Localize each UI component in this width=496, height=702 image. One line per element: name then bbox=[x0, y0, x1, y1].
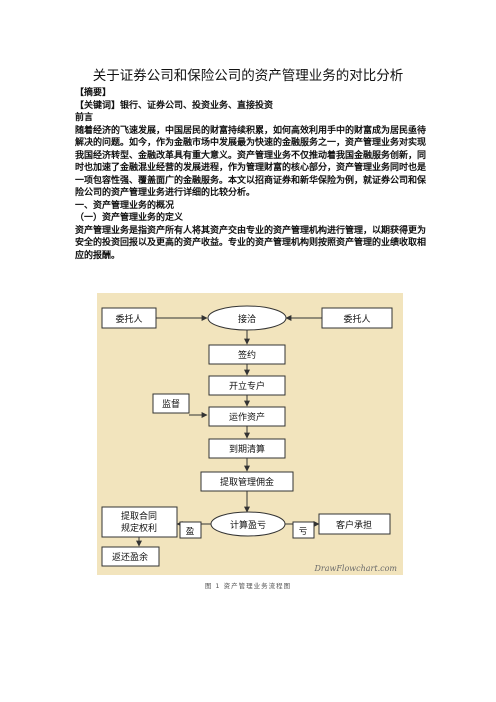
operate-label: 运作资产 bbox=[229, 411, 265, 423]
preface-heading: 前言 bbox=[75, 113, 94, 123]
document-title: 关于证券公司和保险公司的资产管理业务的对比分析 bbox=[92, 68, 404, 84]
section-heading: 一、资产管理业务的概况 bbox=[75, 200, 175, 211]
figure-caption: 图 1 资产管理业务流程图 bbox=[204, 582, 292, 590]
box-operate: 运作资产 bbox=[208, 406, 286, 427]
withdraw-label-line2: 规定权利 bbox=[121, 522, 157, 534]
oval-negotiate: 接洽 bbox=[207, 305, 287, 331]
profit-label: 盈 bbox=[186, 527, 195, 537]
watermark: DrawFlowchart.com bbox=[314, 564, 398, 573]
loss-bear-label: 客户承担 bbox=[336, 519, 372, 531]
box-loss-bear: 客户承担 bbox=[318, 513, 391, 535]
client-left-label: 委托人 bbox=[115, 313, 142, 325]
tag-loss: 亏 bbox=[292, 521, 315, 539]
box-client-right: 委托人 bbox=[321, 307, 393, 329]
settle-label: 到期清算 bbox=[229, 443, 265, 455]
withdraw-label-line1: 提取合同 bbox=[121, 510, 157, 522]
paragraph-intro: 随着经济的飞速发展，中国居民的财富持续积累，如何高效利用手中的财富成为居民亟待解… bbox=[75, 125, 427, 199]
box-withdraw: 提取合同 规定权利 bbox=[101, 506, 178, 538]
loss-label: 亏 bbox=[299, 527, 308, 537]
negotiate-label: 接洽 bbox=[238, 313, 256, 325]
supervise-label: 监督 bbox=[162, 398, 180, 410]
open-account-label: 开立专户 bbox=[229, 380, 265, 392]
box-supervise: 监督 bbox=[152, 393, 190, 414]
keywords-line: 【关键词】银行、证券公司、投资业务、直接投资 bbox=[75, 100, 274, 111]
client-right-label: 委托人 bbox=[343, 313, 370, 325]
box-settle: 到期清算 bbox=[208, 438, 286, 459]
tag-profit: 盈 bbox=[179, 521, 202, 539]
box-open-account: 开立专户 bbox=[208, 375, 286, 396]
box-client-left: 委托人 bbox=[101, 307, 157, 329]
box-return-surplus: 返还盈余 bbox=[101, 546, 160, 567]
subsection-heading: （一）资产管理业务的定义 bbox=[75, 213, 184, 223]
paragraph-definition: 资产管理业务是指资产所有人将其资产交由专业的资产管理机构进行管理，以期获得更为安… bbox=[75, 225, 427, 261]
calc-label: 计算盈亏 bbox=[230, 519, 266, 531]
oval-calc: 计算盈亏 bbox=[210, 511, 286, 537]
fee-label: 提取管理佣金 bbox=[220, 476, 274, 488]
return-surplus-label: 返还盈余 bbox=[112, 551, 148, 563]
box-fee: 提取管理佣金 bbox=[200, 471, 294, 492]
document-body: 【摘要】 【关键词】银行、证券公司、投资业务、直接投资 前言 随着经济的飞速发展… bbox=[75, 87, 427, 262]
asset-management-flowchart: 委托人 接洽 委托人 签约 开立专户 监督 运作资产 到期清算 提取管理佣金 提… bbox=[97, 293, 403, 575]
box-sign: 签约 bbox=[208, 344, 286, 365]
sign-label: 签约 bbox=[238, 349, 256, 361]
abstract-label: 【摘要】 bbox=[75, 88, 112, 98]
